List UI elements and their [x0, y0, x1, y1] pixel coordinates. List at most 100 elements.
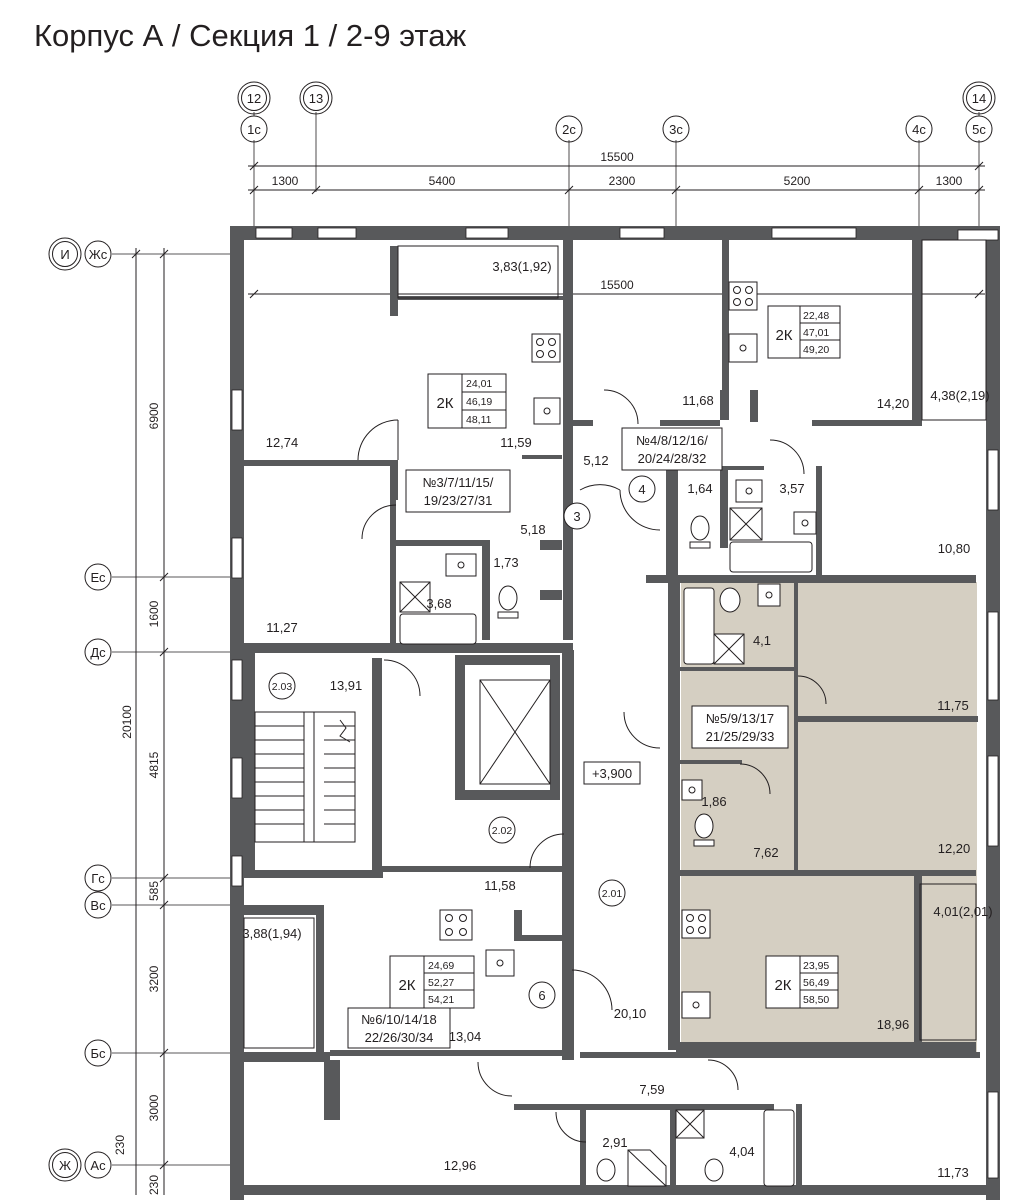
- apartment-box: 2К 23,95 56,49 58,50: [765, 955, 839, 1009]
- zone-tag: 2.01: [602, 888, 623, 900]
- room-area: 11,73: [937, 1165, 969, 1180]
- apartment-area: 23,95: [803, 960, 829, 972]
- stove-icon: [439, 909, 473, 941]
- dim-segment: 585: [147, 881, 161, 901]
- axis-label: Жс: [89, 247, 108, 262]
- flat-label-line: 21/25/29/33: [706, 729, 775, 744]
- apartment-boxes: 2К 24,01 46,19 48,11 2К 22,48 47,01 49,2…: [389, 305, 841, 1009]
- flat-label-line: 22/26/30/34: [365, 1030, 434, 1045]
- room-area: 12,96: [444, 1158, 477, 1173]
- flat-label-line: №3/7/11/15/: [423, 475, 494, 490]
- left-dimensions: 20100 6900 1600 4815 585 3200 3000 230 2…: [113, 248, 169, 1195]
- room-area: 18,96: [877, 1017, 910, 1032]
- apartment-type: 2К: [774, 977, 791, 994]
- room-area: 1,73: [493, 555, 518, 570]
- axis-label: 2с: [562, 122, 576, 137]
- fixtures: [399, 281, 817, 1187]
- plan-title: Корпус А / Секция 1 / 2-9 этаж: [34, 18, 467, 53]
- apartment-area: 56,49: [803, 977, 829, 989]
- axis-marker-3c: 3с: [662, 115, 690, 143]
- flat-label-line: №6/10/14/18: [361, 1012, 436, 1027]
- dim-segment: 1600: [147, 600, 161, 627]
- axis-marker-ds: Дс: [84, 638, 112, 666]
- stove-icon: [531, 333, 561, 363]
- axis-label: Бс: [90, 1046, 106, 1061]
- door-number: 6: [538, 988, 545, 1003]
- axis-marker-1c: 1с: [240, 115, 268, 143]
- room-area: 3,83(1,92): [492, 259, 551, 274]
- room-area: 4,38(2,19): [930, 388, 989, 403]
- room-area: 7,62: [753, 845, 778, 860]
- axis-marker-gs: Гс: [84, 864, 112, 892]
- apartment-box: 2К 24,01 46,19 48,11: [427, 373, 507, 429]
- axis-label: 3с: [669, 122, 683, 137]
- elevator-shaft: [479, 679, 551, 785]
- dim-segment: 6900: [147, 402, 161, 429]
- sink-icon: [485, 949, 515, 977]
- axis-label: Гс: [91, 871, 105, 886]
- apartment-area: 46,19: [466, 396, 492, 408]
- axis-label: Дс: [90, 645, 106, 660]
- apartment-box: 2К 24,69 52,27 54,21: [389, 955, 475, 1009]
- dim-segment: 1300: [936, 174, 963, 188]
- dim-segment: 3200: [147, 965, 161, 992]
- flat-label: №6/10/14/18 22/26/30/34: [347, 1007, 451, 1049]
- dim-segment: 1300: [272, 174, 299, 188]
- apartment-type: 2К: [436, 395, 453, 412]
- apartment-type: 2К: [398, 977, 415, 994]
- axis-marker-2c: 2с: [555, 115, 583, 143]
- dim-segment: 230: [113, 1135, 127, 1155]
- door-number-circles: 3 4 6: [528, 475, 656, 1009]
- room-area: 13,04: [449, 1029, 482, 1044]
- room-area: 11,59: [500, 435, 532, 450]
- dim-segment: 4815: [147, 751, 161, 778]
- apartment-area: 22,48: [803, 310, 829, 322]
- apartment-area: 47,01: [803, 327, 829, 339]
- toilet-icon: [704, 1158, 724, 1182]
- room-area: 2,91: [602, 1135, 627, 1150]
- axis-label: 4с: [912, 122, 926, 137]
- sink-icon: [735, 479, 763, 503]
- sink-icon: [445, 553, 477, 577]
- axis-label: Ж: [59, 1158, 71, 1173]
- axis-marker-zh: Ж: [48, 1148, 82, 1182]
- zone-tag: 2.02: [492, 825, 513, 837]
- axis-label: 1с: [247, 122, 261, 137]
- washer-icon: [713, 633, 745, 665]
- dim-segment: 2300: [609, 174, 636, 188]
- stove-icon: [681, 909, 711, 939]
- flat-label-line: 19/23/27/31: [424, 493, 493, 508]
- flat-label: №4/8/12/16/ 20/24/28/32: [621, 427, 723, 471]
- interior-walls: [230, 240, 980, 1188]
- room-area: 3,88(1,94): [242, 926, 301, 941]
- bathtub-icon: [399, 613, 477, 645]
- windows: [231, 227, 999, 1179]
- room-area: 10,80: [938, 541, 971, 556]
- washer-icon: [729, 507, 763, 541]
- flat-number-labels: №3/7/11/15/ 19/23/27/31 №4/8/12/16/ 20/2…: [347, 427, 789, 1049]
- apartment-area: 52,27: [428, 977, 454, 989]
- flat-label: №3/7/11/15/ 19/23/27/31: [405, 469, 511, 513]
- room-area: 1,86: [701, 794, 726, 809]
- axis-label: Вс: [90, 898, 106, 913]
- level-mark: +3,900: [583, 761, 641, 785]
- washer-icon: [675, 1109, 705, 1139]
- dim-segment: 3000: [147, 1094, 161, 1121]
- apartment-box: 2К 22,48 47,01 49,20: [767, 305, 841, 359]
- grid-lines: [112, 112, 980, 1166]
- sink-icon: [757, 583, 781, 607]
- left-axis-markers: И Жс Ес Дс Гс Вс Бс Ж: [48, 237, 112, 1182]
- dim-inner-width: 15500: [600, 278, 634, 292]
- door-number: 4: [638, 482, 645, 497]
- flat-label-line: №4/8/12/16/: [636, 433, 708, 448]
- balconies: [243, 239, 987, 1049]
- level-mark-text: +3,900: [592, 766, 632, 781]
- apartment-area: 49,20: [803, 344, 829, 356]
- axis-marker-zhs: Жс: [84, 240, 112, 268]
- toilet-icon: [596, 1158, 616, 1182]
- bathtub-icon: [763, 1109, 795, 1187]
- flat-label-line: 20/24/28/32: [638, 451, 707, 466]
- apartment-area: 24,69: [428, 960, 454, 972]
- axis-label: 13: [309, 91, 323, 106]
